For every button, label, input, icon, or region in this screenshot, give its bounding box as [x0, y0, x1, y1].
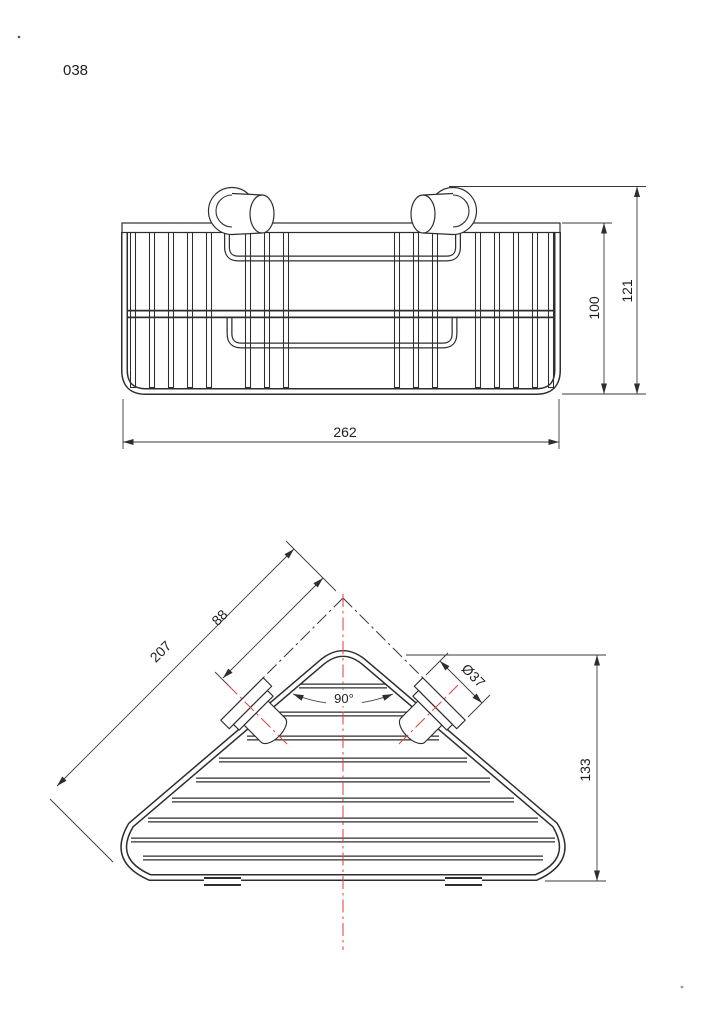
rear-frame-lower: [226, 316, 458, 349]
dim-88-arrow: [223, 668, 233, 678]
front-dimensions: [122, 186, 646, 449]
wall-bracket-front: [207, 186, 275, 236]
dim-133-arrow: [594, 870, 600, 881]
vertical-wire: [493, 231, 501, 389]
cylinder-top: [231, 192, 263, 196]
dim-37-arrow: [440, 661, 450, 671]
corner-plan-view: [49, 540, 606, 950]
vertical-wire: [282, 231, 290, 389]
dim-262-arrow: [548, 439, 559, 445]
dim-37-arrow: [472, 693, 482, 703]
ext-apex: [285, 540, 337, 592]
vertical-wire: [474, 231, 482, 389]
dim-overall-height-label: 121: [619, 279, 635, 303]
dim-width-label: 262: [333, 424, 357, 440]
cylinder-bottom: [422, 232, 454, 236]
wall-line-left: [262, 597, 344, 679]
dim-100-arrow: [601, 223, 607, 234]
dim-88-arrow: [313, 578, 323, 588]
front-view-dimension-labels: 262 100 121: [333, 279, 635, 440]
rear-frame-upper: [224, 233, 461, 262]
cylinder-bottom: [231, 232, 263, 236]
vertical-wire: [412, 231, 420, 389]
dim-207: [56, 548, 295, 787]
vertical-wire: [512, 231, 520, 389]
angle-label-background: [326, 690, 362, 706]
dim-basket-height-label: 100: [586, 296, 602, 320]
dim-wall-length-label: 207: [147, 637, 175, 665]
ext-flange-a: [425, 652, 449, 676]
dim-121-arrow: [634, 186, 640, 197]
vertical-wire: [148, 231, 156, 389]
angle-arrow-left: [293, 694, 304, 701]
dim-207-arrow: [57, 776, 67, 786]
front-elevation-view: [121, 186, 646, 449]
wall-line-right: [342, 597, 424, 679]
top-rim: [121, 222, 561, 234]
dim-207-arrow: [284, 549, 294, 559]
red-centerlines: [227, 594, 459, 950]
dim-depth-label: 133: [577, 758, 593, 782]
vertical-wire: [531, 231, 539, 389]
stray-dot-bottom: [680, 985, 684, 989]
wall-bracket-front: [410, 186, 478, 236]
stray-dot-top: [17, 35, 21, 39]
vertical-wire: [547, 231, 555, 389]
rear-frame-lower-core: [227, 316, 457, 348]
dim-262-arrow: [123, 439, 134, 445]
dim-121-arrow: [634, 383, 640, 394]
rear-frame-upper-core: [225, 233, 460, 261]
bracket-centerline-left: [227, 684, 291, 748]
vertical-wire: [167, 231, 175, 389]
vertical-wire: [129, 231, 137, 389]
page-annotations: 038: [17, 35, 684, 989]
dim-100-arrow: [601, 383, 607, 394]
plan-dimensions: [49, 540, 606, 882]
front-vertical-wires: [129, 231, 555, 389]
vertical-wire: [205, 231, 213, 389]
dim-133-arrow: [594, 655, 600, 666]
cylinder-top: [422, 192, 454, 196]
angle-arrow-right: [382, 694, 393, 701]
vertical-wire: [186, 231, 194, 389]
dim-corner-angle-label: 90°: [334, 691, 354, 706]
dim-flange-diameter-label: Ø37: [459, 660, 489, 690]
doc-number: 038: [63, 62, 88, 79]
vertical-wire: [393, 231, 401, 389]
bracket-centerline-right: [395, 684, 459, 748]
dim-apex-to-bracket-label: 88: [208, 606, 230, 628]
basket-outline-core: [122, 232, 560, 394]
ext-flange-b: [467, 694, 491, 718]
corner-angle-label: 90°: [326, 690, 362, 706]
ext-bottom-corner: [49, 798, 114, 863]
plan-outline-core: [121, 651, 565, 880]
dim-88: [222, 577, 324, 679]
cylinder-cap: [410, 194, 436, 234]
vertical-wire: [263, 231, 271, 389]
cylinder-cap: [249, 194, 275, 234]
